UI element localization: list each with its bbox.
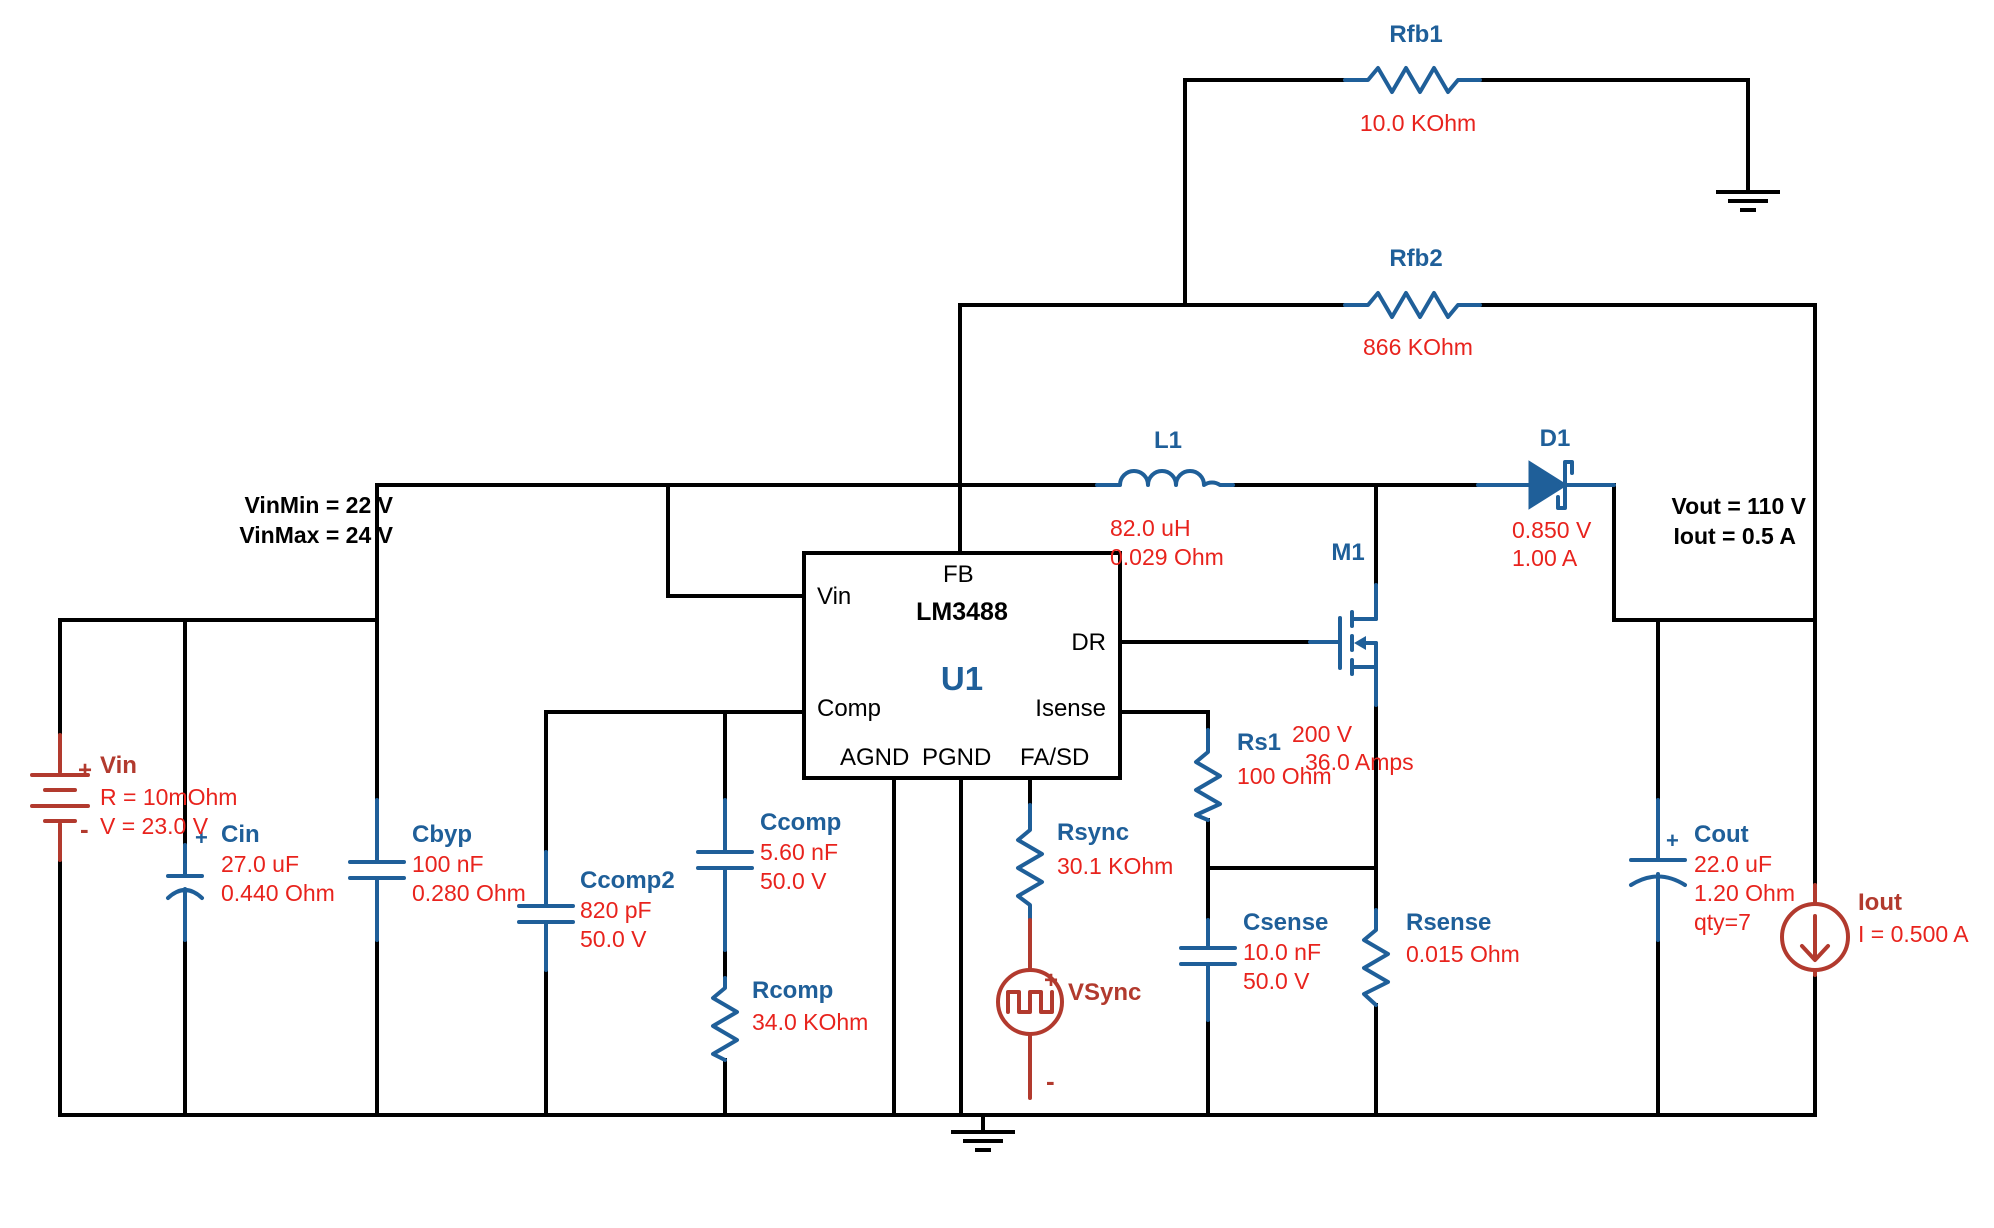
current-source-iout[interactable]: Iout I = 0.500 A: [1780, 883, 1969, 977]
ref-ccomp: Ccomp: [760, 809, 841, 836]
ref-cout: Cout: [1694, 821, 1749, 848]
resistor-rfb2[interactable]: Rfb2 866 KOhm: [1343, 245, 1482, 360]
pin-agnd: AGND: [840, 744, 909, 771]
value-vin-0: R = 10mOhm: [100, 784, 237, 810]
polarity-minus-vsync: -: [1046, 1066, 1055, 1096]
iout-label: Iout = 0.5 A: [1674, 523, 1796, 549]
value-rfb2-0: 866 KOhm: [1363, 334, 1473, 360]
input-spec-annotation: VinMin = 22 V VinMax = 24 V: [239, 492, 393, 548]
ref-rsync: Rsync: [1057, 819, 1129, 846]
ref-l1: L1: [1154, 427, 1182, 454]
value-cbyp-0: 100 nF: [412, 851, 484, 877]
value-vin-1: V = 23.0 V: [100, 813, 209, 839]
capacitor-cout[interactable]: Cout 22.0 uF 1.20 Ohm qty=7: [1629, 798, 1795, 942]
value-csense-1: 50.0 V: [1243, 968, 1310, 994]
pin-vin: Vin: [817, 583, 851, 610]
battery-source-vin[interactable]: + - Vin R = 10mOhm V = 23.0 V: [30, 733, 237, 862]
value-iout-0: I = 0.500 A: [1858, 921, 1969, 947]
value-ccomp-1: 50.0 V: [760, 868, 827, 894]
pin-fasd: FA/SD: [1020, 744, 1089, 771]
value-cbyp-1: 0.280 Ohm: [412, 880, 526, 906]
inductor-l1[interactable]: L1 82.0 uH 0.029 Ohm: [1095, 427, 1235, 570]
ground-symbol-bottom: [951, 1130, 1015, 1152]
wires: [58, 78, 1817, 1132]
value-d1-1: 1.00 A: [1512, 545, 1578, 571]
resistor-rfb1[interactable]: Rfb1 10.0 KOhm: [1343, 21, 1482, 136]
value-cin-0: 27.0 uF: [221, 851, 299, 877]
resistor-rs1[interactable]: Rs1 100 Ohm: [1194, 728, 1332, 822]
ref-rcomp: Rcomp: [752, 977, 833, 1004]
output-spec-annotation: Vout = 110 V Iout = 0.5 A: [1672, 493, 1807, 549]
polarity-plus-vsync: +: [1044, 967, 1058, 994]
value-ccomp2-1: 50.0 V: [580, 926, 647, 952]
polarity-plus-cin: +: [195, 825, 208, 850]
value-cin-1: 0.440 Ohm: [221, 880, 335, 906]
schottky-diode-d1[interactable]: D1 0.850 V 1.00 A: [1476, 425, 1616, 571]
resistor-rsync[interactable]: Rsync 30.1 KOhm: [1016, 803, 1173, 922]
pin-pgnd: PGND: [922, 744, 991, 771]
ic-designator: U1: [941, 660, 983, 697]
ref-rs1: Rs1: [1237, 729, 1281, 756]
value-d1-0: 0.850 V: [1512, 517, 1592, 543]
ref-csense: Csense: [1243, 909, 1328, 936]
vout-label: Vout = 110 V: [1672, 493, 1807, 519]
ref-cbyp: Cbyp: [412, 821, 472, 848]
ref-rfb1: Rfb1: [1389, 21, 1442, 48]
value-cout-0: 22.0 uF: [1694, 851, 1772, 877]
ref-m1: M1: [1331, 539, 1364, 566]
ref-rsense: Rsense: [1406, 909, 1491, 936]
pin-isense: Isense: [1035, 695, 1106, 722]
capacitor-cin[interactable]: Cin 27.0 uF 0.440 Ohm: [166, 821, 335, 942]
polarity-plus-vin: +: [78, 757, 92, 784]
polarity-plus-cout: +: [1666, 828, 1679, 853]
ground-symbol-top: [1716, 190, 1780, 212]
ic-part: LM3488: [916, 598, 1008, 626]
value-rsense-0: 0.015 Ohm: [1406, 941, 1520, 967]
capacitor-ccomp[interactable]: Ccomp 5.60 nF 50.0 V: [696, 798, 841, 952]
pulse-source-vsync[interactable]: + - VSync: [996, 918, 1141, 1100]
value-cout-2: qty=7: [1694, 909, 1751, 935]
ic-u1[interactable]: FB Vin LM3488 DR U1 Comp Isense AGND PGN…: [802, 551, 1122, 780]
capacitor-cbyp[interactable]: Cbyp 100 nF 0.280 Ohm: [348, 798, 526, 942]
ref-iout: Iout: [1858, 889, 1902, 916]
value-rcomp-0: 34.0 KOhm: [752, 1009, 868, 1035]
ref-vsync: VSync: [1068, 979, 1141, 1006]
value-ccomp2-0: 820 pF: [580, 897, 652, 923]
value-l1-0: 82.0 uH: [1110, 515, 1191, 541]
value-rs1-0: 100 Ohm: [1237, 763, 1332, 789]
value-m1-1: 36.0 Amps: [1305, 749, 1414, 775]
pin-fb: FB: [943, 561, 974, 588]
vin-max-label: VinMax = 24 V: [239, 522, 393, 548]
value-rfb1-0: 10.0 KOhm: [1360, 110, 1476, 136]
polarity-minus-vin: -: [80, 814, 89, 844]
capacitor-csense[interactable]: Csense 10.0 nF 50.0 V: [1179, 909, 1328, 1022]
vin-min-label: VinMin = 22 V: [245, 492, 394, 518]
pin-dr: DR: [1071, 629, 1106, 656]
value-ccomp-0: 5.60 nF: [760, 839, 838, 865]
resistor-rcomp[interactable]: Rcomp 34.0 KOhm: [711, 976, 868, 1062]
capacitor-ccomp2[interactable]: Ccomp2 820 pF 50.0 V: [517, 850, 675, 972]
ref-rfb2: Rfb2: [1389, 245, 1442, 272]
ref-vin: Vin: [100, 752, 137, 779]
value-rsync-0: 30.1 KOhm: [1057, 853, 1173, 879]
ref-cin: Cin: [221, 821, 260, 848]
pin-comp: Comp: [817, 695, 881, 722]
value-csense-0: 10.0 nF: [1243, 939, 1321, 965]
value-l1-1: 0.029 Ohm: [1110, 544, 1224, 570]
mosfet-m1[interactable]: M1 200 V 36.0 Amps: [1292, 539, 1414, 775]
value-cout-1: 1.20 Ohm: [1694, 880, 1795, 906]
value-m1-0: 200 V: [1292, 721, 1353, 747]
resistor-rsense[interactable]: Rsense 0.015 Ohm: [1362, 908, 1520, 1007]
ref-d1: D1: [1540, 425, 1571, 452]
ref-ccomp2: Ccomp2: [580, 867, 675, 894]
